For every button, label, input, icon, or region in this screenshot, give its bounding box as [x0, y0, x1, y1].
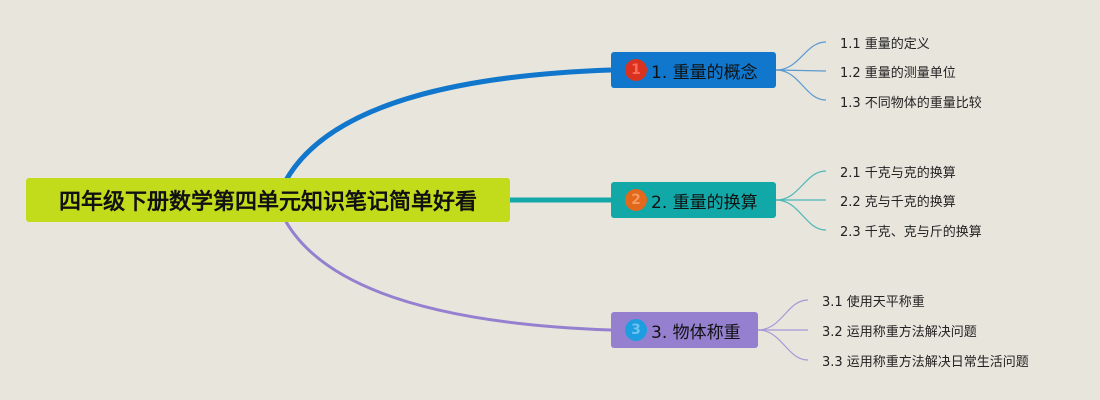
- priority-2-icon: 2: [625, 189, 647, 211]
- subtopic-3-3[interactable]: 3.3 运用称重方法解决日常生活问题: [822, 355, 1029, 370]
- subtopic-2-2[interactable]: 2.2 克与千克的换算: [840, 195, 956, 210]
- branch-label: 2. 重量的换算: [651, 192, 758, 213]
- subtopic-1-2[interactable]: 1.2 重量的测量单位: [840, 66, 956, 81]
- connector-root-branch-3: [283, 219, 612, 332]
- priority-3-icon: 3: [625, 319, 647, 341]
- subtopic-1-1[interactable]: 1.1 重量的定义: [840, 37, 930, 52]
- subtopic-3-1[interactable]: 3.1 使用天平称重: [822, 295, 925, 310]
- branch-topic-3[interactable]: 3 3. 物体称重: [611, 312, 758, 348]
- branch-label: 1. 重量的概念: [651, 62, 758, 83]
- branch-topic-2[interactable]: 2 2. 重量的换算: [611, 182, 776, 218]
- subtopic-2-1[interactable]: 2.1 千克与克的换算: [840, 166, 956, 181]
- priority-1-icon: 1: [625, 59, 647, 81]
- connector-root-branch-1: [282, 67, 612, 184]
- subtopic-1-3[interactable]: 1.3 不同物体的重量比较: [840, 96, 982, 111]
- root-topic[interactable]: 四年级下册数学第四单元知识笔记简单好看: [26, 178, 510, 222]
- branch-topic-1[interactable]: 1 1. 重量的概念: [611, 52, 776, 88]
- branch-label: 3. 物体称重: [651, 322, 741, 343]
- subtopic-2-3[interactable]: 2.3 千克、克与斤的换算: [840, 225, 982, 240]
- subtopic-3-2[interactable]: 3.2 运用称重方法解决问题: [822, 325, 977, 340]
